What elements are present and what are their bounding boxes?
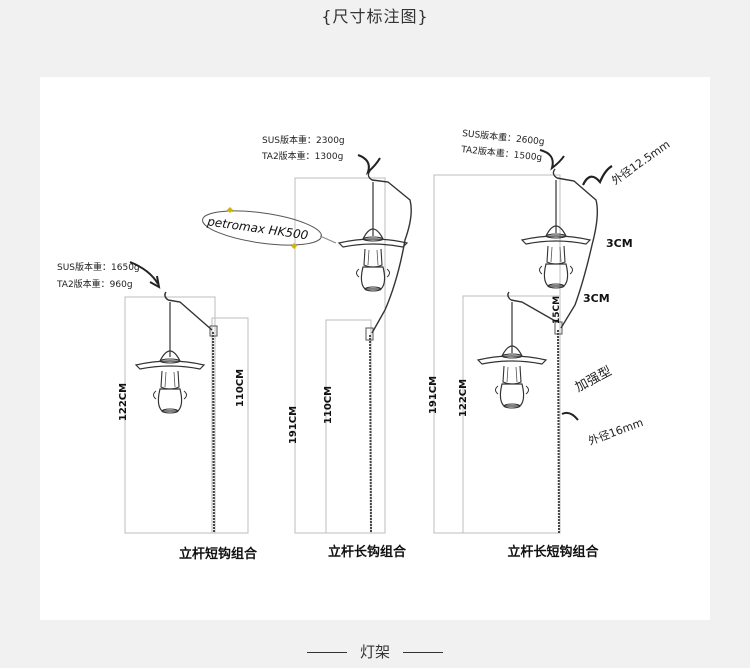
page-title: {尺寸标注图} (321, 7, 429, 26)
left-weight-ta2: TA2版本重：960g (56, 278, 133, 290)
middle-weight-ta2: TA2版本重：1300g (261, 150, 343, 162)
middle-dim-b: 110CM (323, 386, 334, 424)
left-dim-a: 122CM (118, 383, 129, 421)
left-assembly: SUS版本重：1650g TA2版本重：960g 122CM 110CM 立杆短… (56, 261, 258, 562)
left-dim-b: 110CM (235, 369, 246, 407)
diagram-panel (40, 77, 710, 620)
right-outer-dia-top: 外径12.5mm (609, 138, 672, 188)
footer-label: 灯架 (0, 641, 750, 662)
middle-dim-a: 191CM (288, 406, 299, 444)
left-weight-sus: SUS版本重：1650g (57, 261, 140, 273)
right-gap-a: 3CM (606, 237, 633, 250)
right-outer-dia-bottom: 外径16mm (587, 416, 645, 448)
footer-title: 灯架 (359, 643, 390, 661)
right-reinforced: 加强型 (573, 364, 614, 396)
middle-weight-sus: SUS版本重：2300g (262, 134, 345, 146)
footer-rule-right (402, 652, 443, 653)
middle-caption: 立杆长钩组合 (328, 544, 407, 560)
right-assembly: SUS版本重：2600g TA2版本重：1500g 外径12.5mm 3CM 3… (428, 127, 672, 560)
right-caption: 立杆长短钩组合 (507, 544, 599, 560)
right-hook-gap: 15CM (552, 296, 562, 324)
right-dim-a: 191CM (428, 376, 439, 414)
middle-assembly: SUS版本重：2300g TA2版本重：1300g petromax HK500… (202, 134, 412, 560)
right-dim-b: 122CM (458, 379, 469, 417)
right-gap-b: 3CM (583, 292, 610, 305)
footer-rule-left (307, 652, 348, 653)
lantern-tag: petromax HK500 (205, 214, 309, 242)
right-weight-sus: SUS版本重：2600g (462, 127, 545, 148)
left-caption: 立杆短钩组合 (179, 546, 258, 562)
